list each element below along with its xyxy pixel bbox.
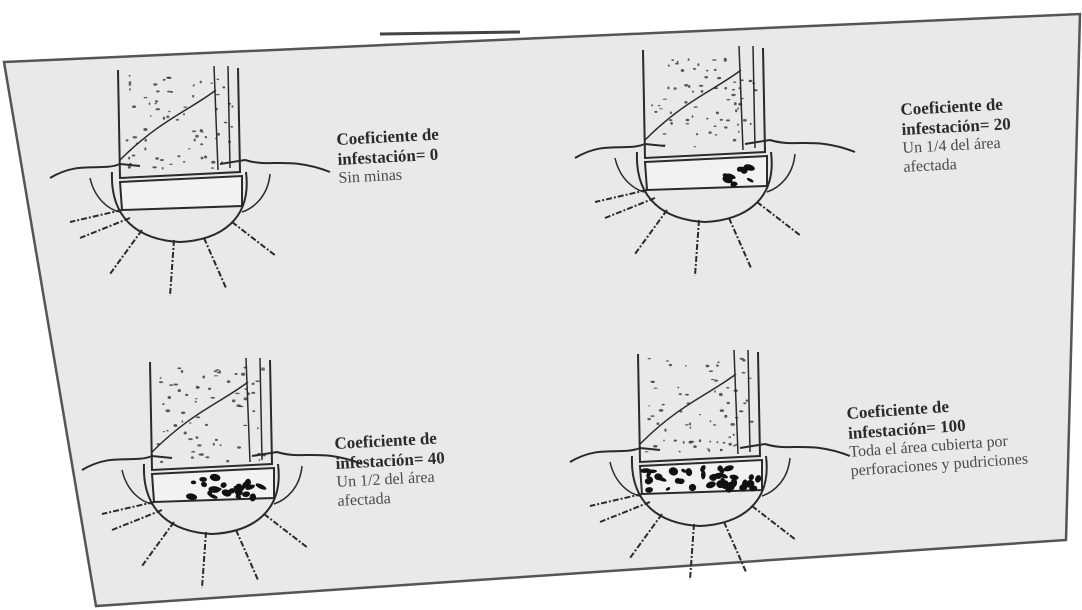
caption-1: Coeficiente de infestación= 20 Un 1/4 de… bbox=[900, 94, 1013, 177]
caption-0: Coeficiente de infestación= 0 Sin minas bbox=[336, 125, 441, 189]
plant-base-drawing-2 bbox=[72, 352, 372, 602]
plant-base-drawing-1 bbox=[565, 40, 865, 290]
caption-3: Coeficiente de infestación= 100 Toda el … bbox=[846, 392, 1029, 482]
plant-base-drawing-3 bbox=[560, 344, 860, 594]
plant-base-drawing-0 bbox=[40, 60, 340, 310]
caption-2: Coeficiente de infestación= 40 Un 1/2 de… bbox=[334, 428, 447, 511]
